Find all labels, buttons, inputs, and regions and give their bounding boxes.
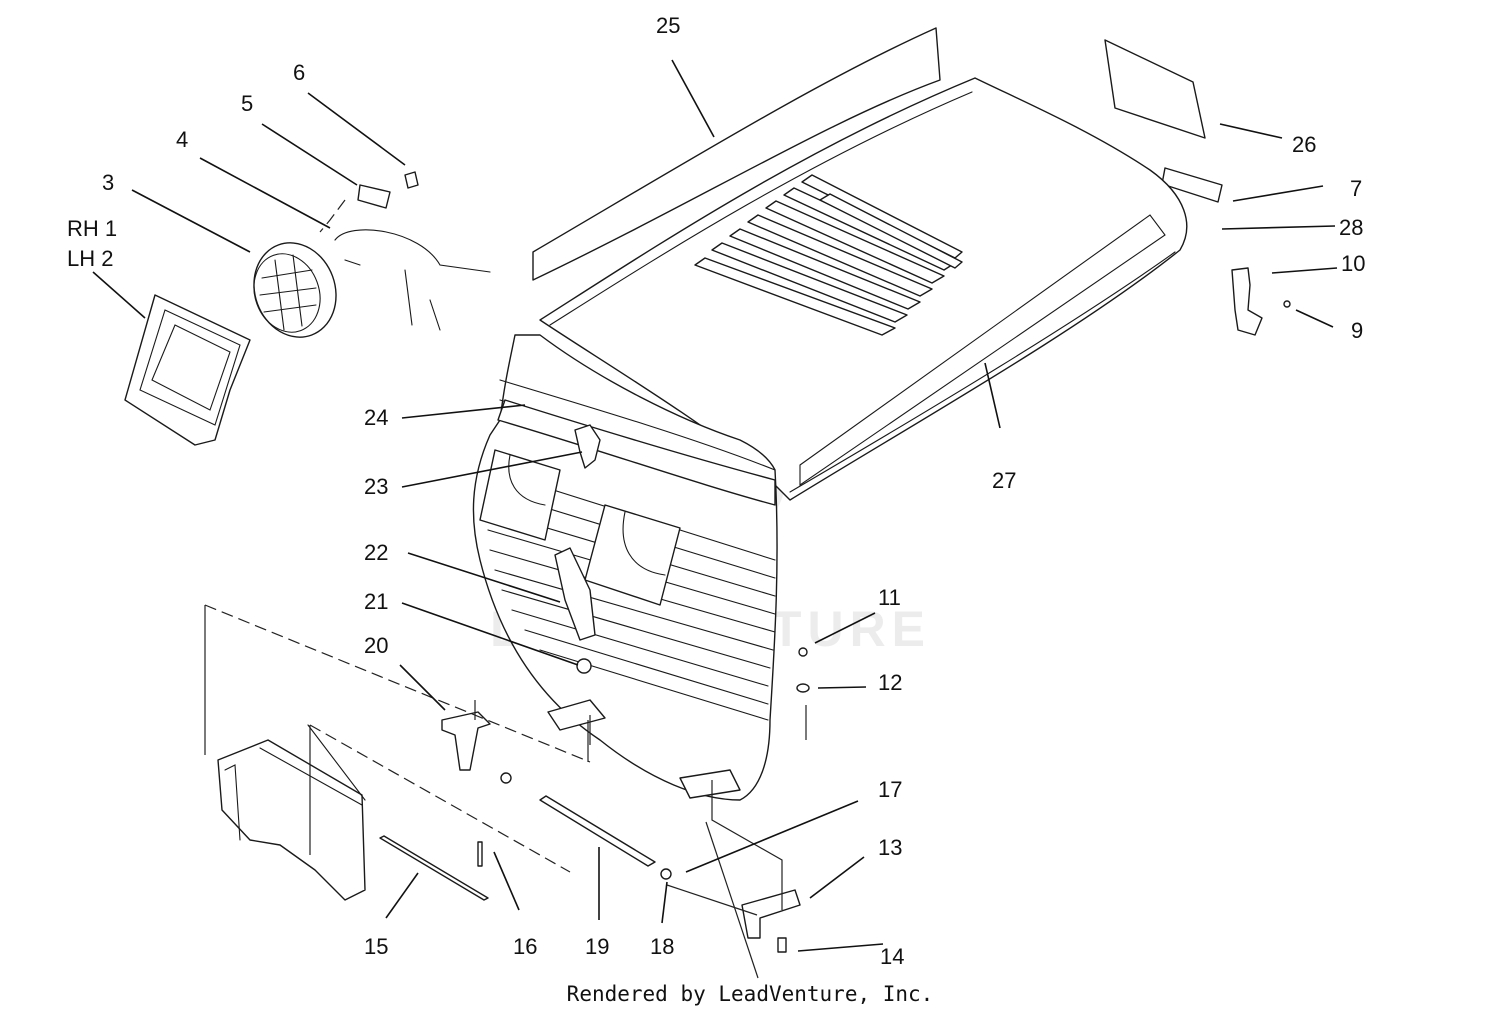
hood-louvers [694, 174, 963, 336]
callout-11: 11 [878, 585, 901, 610]
screw-6 [404, 171, 419, 189]
headlight-housing [124, 294, 251, 446]
callout-21: 21 [364, 589, 388, 614]
callout-22: 22 [364, 540, 388, 565]
footer-credit: Rendered by LeadVenture, Inc. [566, 982, 934, 1006]
callout-27: 27 [992, 468, 1016, 493]
callout-12: 12 [878, 670, 902, 695]
callout-7: 7 [1350, 176, 1362, 201]
callout-6: 6 [293, 60, 305, 85]
callout-15: 15 [364, 934, 388, 959]
callout-28: 28 [1339, 215, 1363, 240]
callout-16: 16 [513, 934, 537, 959]
callout-20: 20 [364, 633, 388, 658]
callout-4: 4 [176, 127, 188, 152]
callout-14: 14 [880, 944, 904, 969]
callout-24: 24 [364, 405, 388, 430]
hood-decal-strip [532, 27, 941, 281]
right-headlight-opening [584, 504, 681, 606]
leader-lines [92, 59, 1338, 952]
callout-17: 17 [878, 777, 902, 802]
callout-26: 26 [1292, 132, 1316, 157]
callout-25: 25 [656, 13, 680, 38]
callout-rh-1: RH 1 [67, 216, 117, 241]
wire-harness-4 [334, 229, 491, 331]
callout-13: 13 [878, 835, 902, 860]
callout-18: 18 [650, 934, 674, 959]
callout-19: 19 [585, 934, 609, 959]
mounting-bracket-assembly [217, 647, 810, 953]
bracket-5 [357, 184, 391, 209]
callout-3: 3 [102, 170, 114, 195]
callout-10: 10 [1341, 251, 1365, 276]
callout-23: 23 [364, 474, 388, 499]
latch-10 [1231, 267, 1263, 336]
left-headlight-opening [479, 449, 561, 541]
latch-22 [554, 547, 596, 641]
callout-lh-2: LH 2 [67, 246, 113, 271]
decal-26 [1104, 39, 1206, 139]
headlight-3 [253, 242, 337, 338]
callout-5: 5 [241, 91, 253, 116]
callout-9: 9 [1351, 318, 1363, 343]
foam-block-7 [1161, 167, 1223, 203]
screw-9 [1283, 300, 1291, 308]
callout-labels: 25 6 5 4 3 RH 1 LH 2 26 7 28 10 9 24 23 … [67, 13, 1365, 969]
